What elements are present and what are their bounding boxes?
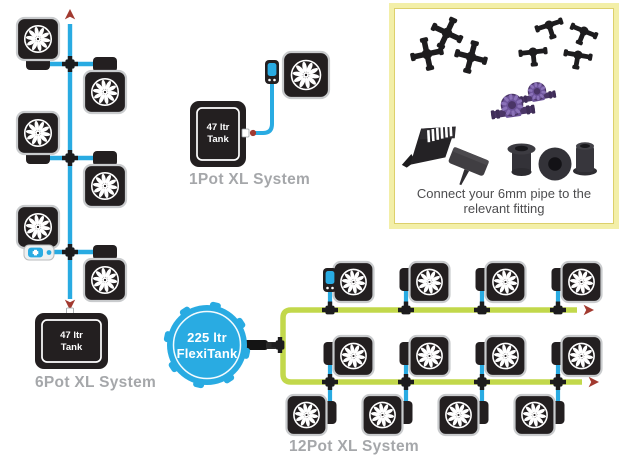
- pot-tray-tab: [399, 268, 413, 291]
- fittings-caption-line2: relevant fitting: [463, 201, 545, 217]
- pot-icon: [15, 110, 61, 164]
- pot-tray-tab: [26, 149, 50, 164]
- flow-arrow-icon: [583, 304, 594, 316]
- pot-tray-tab: [399, 342, 413, 365]
- tee-fitting-icon: [474, 301, 490, 315]
- cross-fitting-icon: [62, 56, 78, 72]
- pot-icon: [82, 245, 128, 303]
- tee-fitting-icon: [271, 337, 285, 353]
- cross-fitting-icon: [62, 244, 78, 260]
- twelve-pot-system-label: 12Pot XL System: [289, 438, 419, 455]
- pot-tray-tab: [475, 401, 489, 424]
- pot-tray-tab: [323, 342, 337, 365]
- pot-icon: [399, 334, 451, 378]
- pipe-connector-dot: [249, 129, 257, 137]
- tank-outlet-icon: [266, 342, 277, 349]
- fittings-caption-line1: Connect your 6mm pipe to the: [416, 185, 592, 201]
- pot-icon: [437, 393, 489, 437]
- cross-fitting-icon: [398, 374, 414, 390]
- pipe-blue: [252, 82, 274, 135]
- pot-tray-tab: [475, 342, 489, 365]
- flexitank-label: 225 ltr FlexiTank: [176, 330, 238, 361]
- tank-connector-icon: [66, 307, 74, 317]
- pot-tray-tab: [26, 55, 50, 70]
- pot-tray-tab: [93, 151, 117, 166]
- one-pot-system-label: 1Pot XL System: [189, 171, 311, 188]
- pot-tray-tab: [551, 268, 565, 291]
- tee-fitting-icon: [322, 301, 338, 315]
- six-pot-tank-label: 47 ltr Tank: [60, 330, 83, 353]
- aquavalve-icon: [323, 268, 337, 292]
- pot-icon: [475, 334, 527, 378]
- aquavalve-icon: [23, 244, 55, 261]
- tee-fitting-icon: [550, 301, 566, 315]
- pot-icon: [82, 57, 128, 115]
- pot-tray-tab: [475, 268, 489, 291]
- pot-icon: [475, 260, 527, 304]
- pipe-green: [280, 307, 582, 385]
- pot-icon: [361, 393, 413, 437]
- cross-fitting-icon: [322, 374, 338, 390]
- cross-fitting-icon: [474, 374, 490, 390]
- flow-arrow-icon: [588, 376, 599, 388]
- flow-arrow-icon: [64, 299, 76, 310]
- pot-tray-tab: [93, 57, 117, 72]
- pot-icon: [281, 50, 331, 100]
- one-pot-system: [190, 50, 331, 167]
- pot-icon: [551, 260, 603, 304]
- pot-icon: [332, 260, 375, 304]
- tee-fitting-icon: [398, 301, 414, 315]
- aquavalve-icon: [265, 60, 279, 84]
- six-pot-system: [15, 9, 128, 369]
- pot-tray-tab: [399, 401, 413, 424]
- fittings-caption: Connect your 6mm pipe to the relevant fi…: [396, 186, 612, 217]
- pot-tray-tab: [551, 342, 565, 365]
- pot-icon: [323, 334, 375, 378]
- one-pot-tank-label: 47 ltr Tank: [206, 122, 230, 145]
- pot-icon: [551, 334, 603, 378]
- pot-icon: [15, 204, 61, 250]
- fittings-box: Connect your 6mm pipe to the relevant fi…: [389, 3, 619, 229]
- pot-icon: [82, 151, 128, 209]
- pot-icon: [285, 393, 337, 437]
- cross-fitting-icon: [550, 374, 566, 390]
- flow-arrow-icon: [64, 9, 76, 20]
- pot-icon: [399, 260, 451, 304]
- pot-icon: [513, 393, 565, 437]
- six-pot-system-label: 6Pot XL System: [35, 374, 157, 391]
- pot-tray-tab: [323, 401, 337, 424]
- pot-tray-tab: [551, 401, 565, 424]
- cross-fitting-icon: [62, 150, 78, 166]
- pot-tray-tab: [93, 245, 117, 260]
- pot-icon: [15, 16, 61, 70]
